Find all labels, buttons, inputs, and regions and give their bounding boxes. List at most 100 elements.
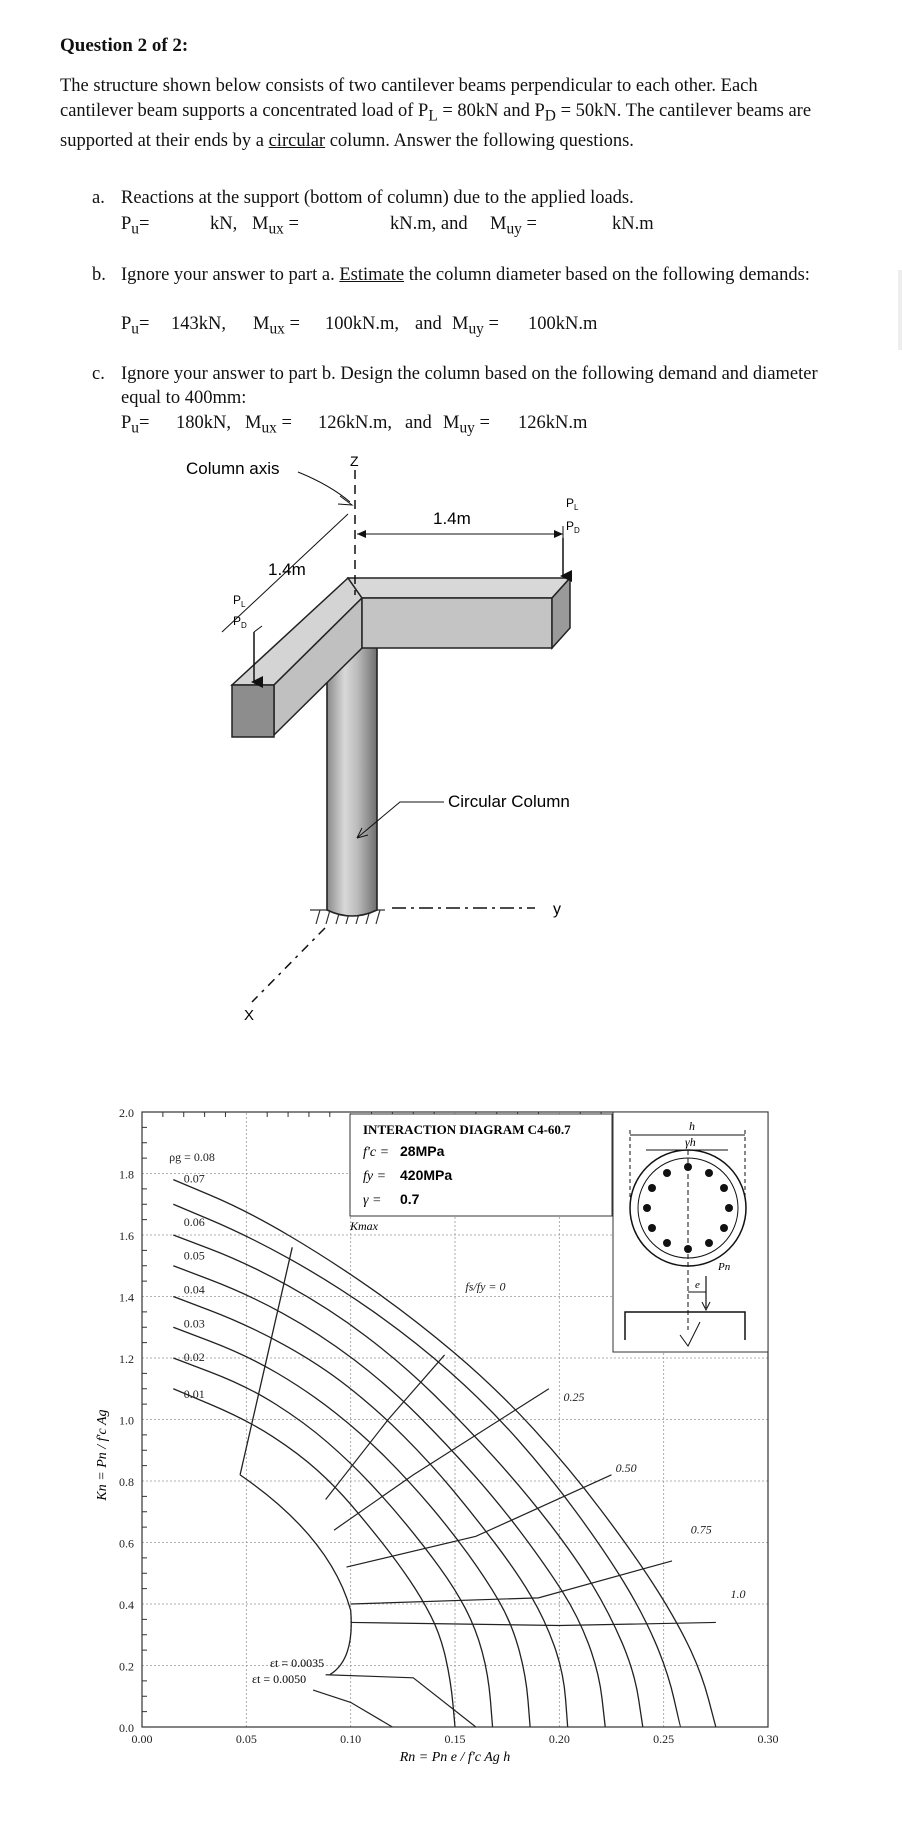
rho-curves [173,1179,717,1728]
chart-title: INTERACTION DIAGRAM C4-60.7 [363,1122,571,1137]
load-pl-left: PL [233,593,246,609]
plot-frame [141,1111,769,1728]
rho-label: 0.06 [184,1215,205,1229]
part-c-text: Ignore your answer to part b. Design the… [121,364,818,408]
fs-fy-labels: fs/fy = 00.250.500.751.0 [465,1279,745,1601]
rho-label: 0.01 [184,1387,205,1401]
part-b-and: and [415,314,442,334]
strain-line [346,1474,612,1568]
load-pd-right: PD [566,519,580,535]
part-a-text: Reactions at the support (bottom of colu… [121,188,634,208]
x-tick-label: 0.15 [445,1732,466,1746]
x-tick-label: 0.05 [236,1732,257,1746]
param-fc-label: f'c = [363,1145,389,1160]
column-axis-leader [297,471,351,503]
x-tick-label: 0.10 [340,1732,361,1746]
y-tick-label: 1.2 [119,1352,134,1366]
structure-figure: Z Column axis 1.4m 1.4m PL PD PL PD Circ… [186,453,580,1024]
y-axis-title: Kn = Pn / f'c Ag [95,1409,110,1501]
part-a-muy: Muy = [490,214,537,238]
y-tick-label: 1.6 [119,1229,134,1243]
load-pl-right: PL [566,496,579,512]
column-axis-arrow [337,495,354,506]
dim-y-arrow-right [554,530,563,538]
part-b-pu-value: 143kN, [171,314,226,334]
x-axis-label: X [244,1007,254,1024]
question-intro: The structure shown below consists of tw… [60,76,812,151]
y-tick-label: 0.4 [119,1598,134,1612]
beam-y-top [346,577,572,599]
rho-curve-0.08 [173,1179,717,1728]
svg-text:γh: γh [685,1135,696,1149]
question-title: Question 2 of 2: [60,35,189,56]
y-tick-label: 0.0 [119,1721,134,1735]
part-c-muy-value: 126kN.m [518,413,588,433]
param-fc-value: 28MPa [400,1143,445,1159]
part-b-pu: Pu= [121,314,150,338]
fs-fy-label: fs/fy = 0 [465,1279,505,1293]
part-a-knm-and: kN.m, and [390,214,468,234]
x-tick-label: 0.00 [132,1732,153,1746]
fs-fy-label: 0.25 [564,1390,585,1404]
part-c-muy: Muy = [443,413,490,437]
circular-column [326,624,378,917]
part-c-mux-value: 126kN.m, [318,413,392,433]
part-b-text: Ignore your answer to part a. Estimate t… [121,265,810,285]
part-c-pu-value: 180kN, [176,413,231,433]
circular-column-leader [356,801,444,839]
part-a-letter: a. [92,188,105,208]
param-gamma-value: 0.7 [400,1191,420,1207]
rho-labels: ρg = 0.080.070.060.050.040.030.020.01 [169,1150,215,1401]
part-c-pu: Pu= [121,413,150,437]
part-c-and: and [405,413,432,433]
part-b-letter: b. [92,265,106,285]
svg-text:Pn: Pn [717,1261,731,1273]
rho-label: 0.03 [184,1316,205,1330]
rho-label: 0.05 [184,1249,205,1263]
part-a-pu: Pu= [121,214,150,238]
envelope-curve [239,1474,352,1676]
z-axis-label: Z [350,453,359,469]
rho-label: 0.02 [184,1350,205,1364]
y-tick-label: 0.2 [119,1660,134,1674]
inset-section: h γh e Pn [624,1119,747,1347]
rho-curve-0.07 [173,1203,681,1728]
dim-y-label: 1.4m [433,509,471,528]
rho-curve-0.05 [173,1265,606,1728]
kmax-label: Kmax [349,1219,379,1233]
part-a-mux: Mux = [252,214,299,238]
strain-line [325,1674,477,1728]
x-axis-line [251,927,326,1003]
load-pd-left: PD [233,614,247,630]
beam-y-end [551,576,571,650]
part-a-kn: kN, [210,214,238,234]
part-b-muy-value: 100kN.m [528,314,598,334]
param-fy-label: fy = [363,1169,386,1184]
rho-curve-0.04 [173,1295,569,1728]
y-tick-label: 0.8 [119,1475,134,1489]
y-tick-label: 1.4 [119,1291,134,1305]
part-b-muy: Muy = [452,314,499,338]
x-tick-label: 0.25 [653,1732,674,1746]
strain-line [350,1621,716,1627]
x-tick-label: 0.20 [549,1732,570,1746]
rho-curve-0.06 [173,1234,644,1728]
param-gamma-label: γ = [363,1193,381,1208]
circular-column-label: Circular Column [448,792,570,811]
rho-label: 0.04 [184,1282,205,1296]
rho-label: 0.07 [184,1172,205,1186]
param-fy-value: 420MPa [400,1167,452,1183]
strain-line [333,1388,550,1531]
y-tick-label: 1.0 [119,1414,134,1428]
part-b-mux: Mux = [253,314,300,338]
kmax-line [239,1247,293,1475]
part-a-knm: kN.m [612,214,654,234]
strain-label-2: εt = 0.0050 [252,1672,306,1686]
strain-line [350,1560,673,1605]
fs-fy-label: 0.50 [616,1461,637,1475]
y-tick-label: 0.6 [119,1537,134,1551]
x-axis-title: Rn = Pn e / f'c Ag h [399,1750,511,1765]
scrollbar-edge[interactable] [898,270,902,350]
